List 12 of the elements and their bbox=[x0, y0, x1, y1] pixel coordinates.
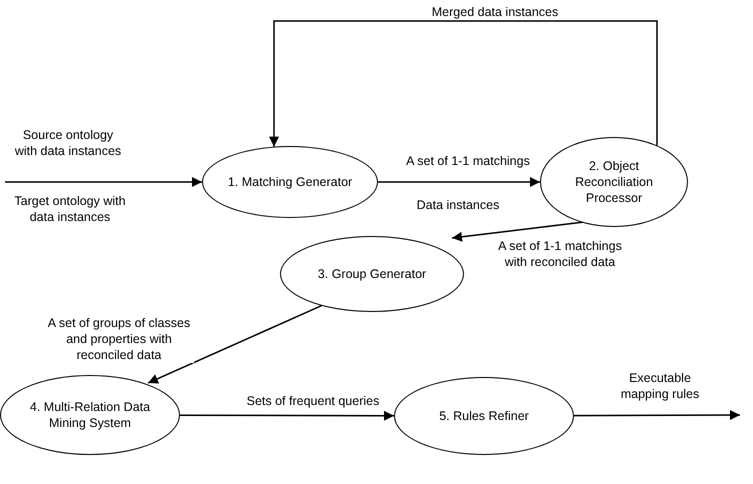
node-text: 3. Group Generator bbox=[316, 266, 428, 282]
node-text: 1. Matching Generator bbox=[226, 174, 354, 190]
arrow bbox=[574, 410, 740, 420]
node-text: 2. Object Reconciliation Processor bbox=[574, 158, 654, 206]
node-text: 4. Multi-Relation Data Mining System bbox=[28, 399, 152, 431]
arrow bbox=[269, 20, 658, 147]
arrow bbox=[180, 410, 394, 421]
arrow bbox=[378, 177, 540, 187]
arrow bbox=[452, 221, 584, 242]
arrow bbox=[5, 177, 202, 187]
node-text: 5. Rules Refiner bbox=[438, 408, 530, 424]
arrow bbox=[148, 304, 324, 384]
